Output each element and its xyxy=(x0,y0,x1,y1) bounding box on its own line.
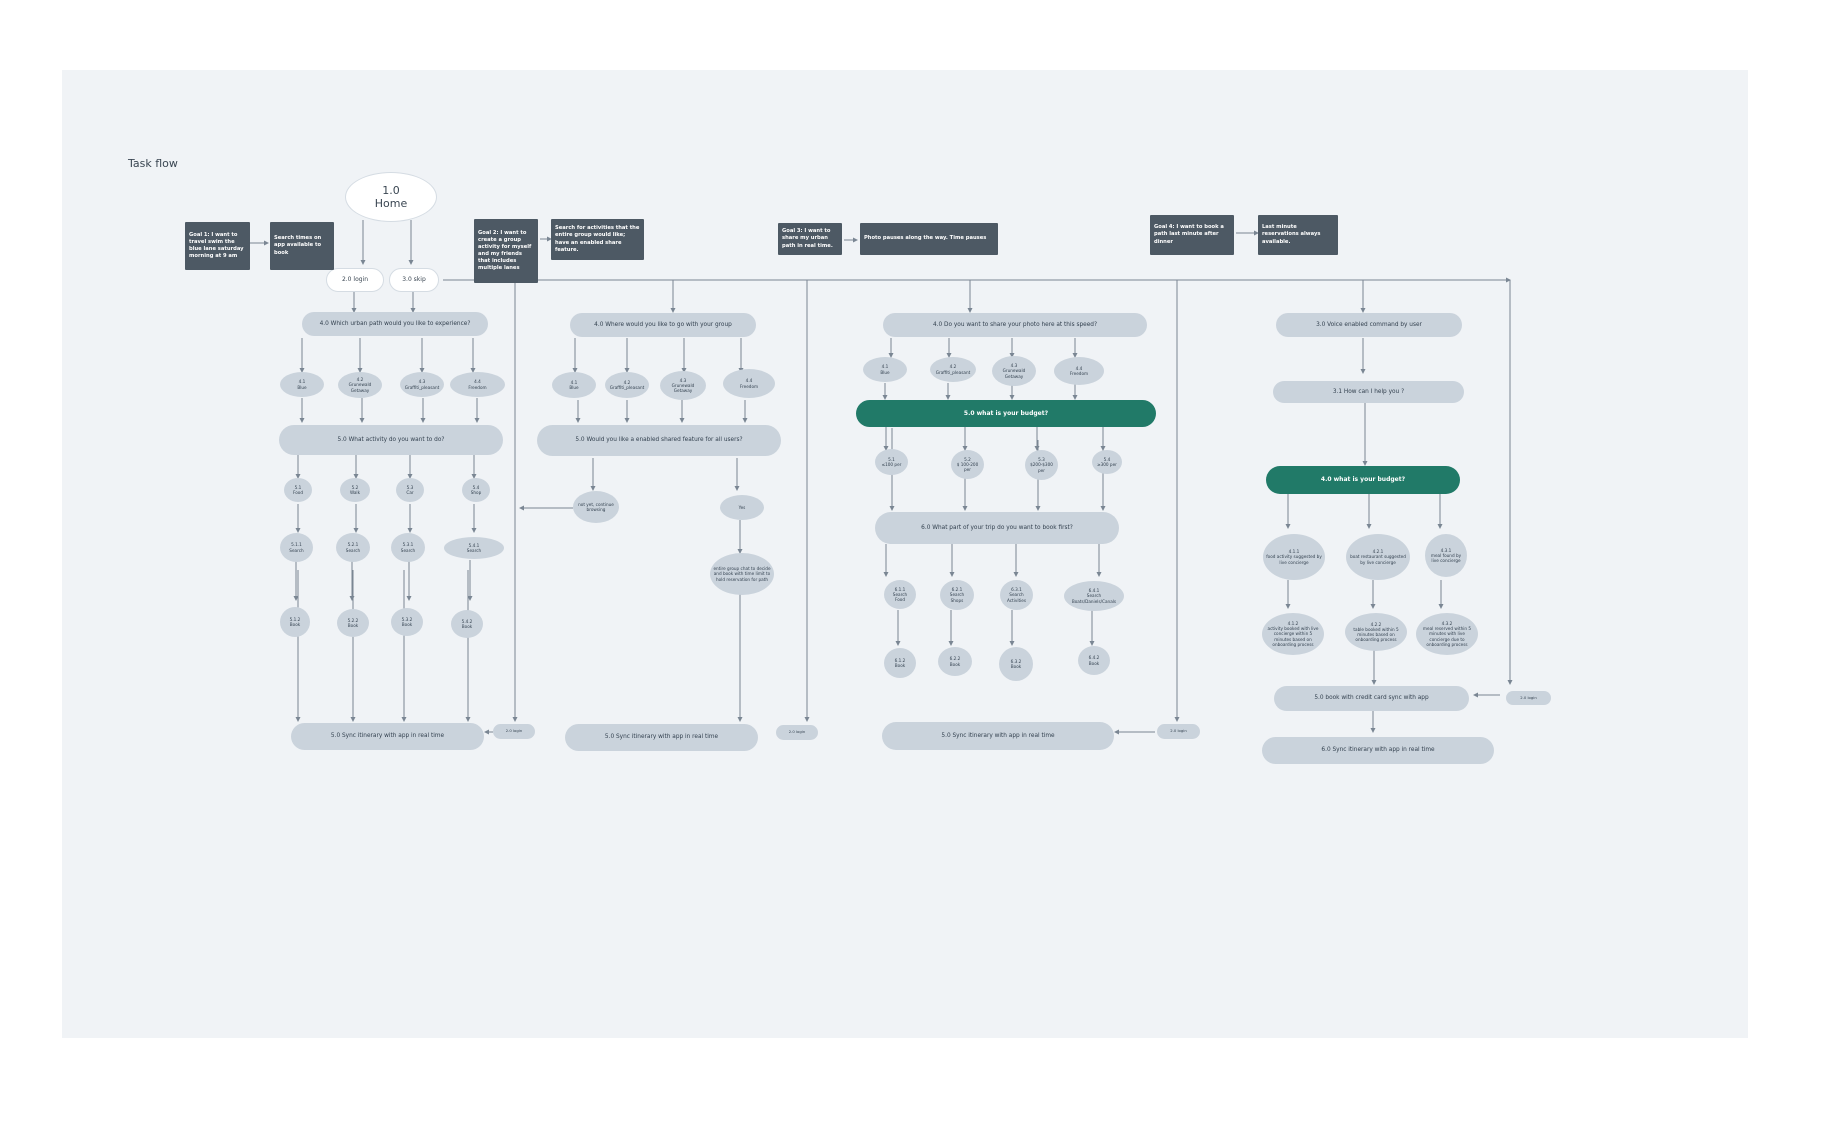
flow3-option[interactable]: 6.4.1 Search Boats/Daniels/Canals xyxy=(1064,581,1124,611)
flow4-book[interactable]: 4.3.2 meal reserved within 5 minutes wit… xyxy=(1416,613,1478,655)
flow1-path[interactable]: 4.2 Grunewald Getaway xyxy=(338,372,382,398)
flow4-book[interactable]: 4.2.2 table booked within 5 minutes base… xyxy=(1345,613,1407,651)
flow4-budget-question[interactable]: 4.0 what is your budget? xyxy=(1266,466,1460,494)
flow4-book[interactable]: 4.1.2 activity booked with live concierg… xyxy=(1262,613,1324,655)
flow4-suggest[interactable]: 4.3.1 meal found by live concierge xyxy=(1425,534,1467,577)
flow2-yes[interactable]: Yes xyxy=(720,495,764,520)
flow3-option[interactable]: 6.2.1 Search Shops xyxy=(940,580,974,610)
flow3-path[interactable]: 4.3 Grunewald Getaway xyxy=(992,356,1036,386)
home-node[interactable]: 1.0 Home xyxy=(345,172,437,222)
login-node[interactable]: 2.0 login xyxy=(326,268,384,292)
flow3-login-tag[interactable]: 2.0 login xyxy=(1157,724,1200,739)
flow1-book[interactable]: 5.4.2 Book xyxy=(451,610,483,638)
flow3-book[interactable]: 6.1.2 Book xyxy=(884,648,916,678)
flow3-path[interactable]: 4.2 Graffiti_pleasant xyxy=(930,357,976,382)
flow1-book[interactable]: 5.1.2 Book xyxy=(280,607,310,637)
flow4-voice[interactable]: 3.0 Voice enabled command by user xyxy=(1276,313,1462,337)
flow2-path[interactable]: 4.3 Grunewald Getaway xyxy=(660,371,706,400)
goal-4-box[interactable]: Goal 4: I want to book a path last minut… xyxy=(1150,215,1234,255)
flow2-share-question[interactable]: 5.0 Would you like a enabled shared feat… xyxy=(537,425,781,456)
flow2-not-yet[interactable]: not yet, continue browsing xyxy=(573,491,619,523)
flow1-search[interactable]: 5.1.1 Search xyxy=(280,533,313,562)
flow1-activity[interactable]: 5.3 Car xyxy=(396,478,424,502)
flow3-sync[interactable]: 5.0 Sync itinerary with app in real time xyxy=(882,722,1114,750)
whiteboard-canvas xyxy=(62,70,1748,1038)
flow1-path[interactable]: 4.3 Graffiti_pleasant xyxy=(400,372,444,397)
flow3-budget-option[interactable]: 5.3 $200-$300 per xyxy=(1025,450,1058,480)
flow1-path[interactable]: 4.4 Freedom xyxy=(450,372,505,397)
flow3-question[interactable]: 4.0 Do you want to share your photo here… xyxy=(883,313,1147,337)
flow2-path[interactable]: 4.1 Blue xyxy=(552,372,596,398)
flow3-book[interactable]: 6.4.2 Book xyxy=(1078,646,1110,675)
skip-node[interactable]: 3.0 skip xyxy=(389,268,439,292)
flow4-sync[interactable]: 6.0 Sync itinerary with app in real time xyxy=(1262,737,1494,764)
flow1-activity[interactable]: 5.1 Food xyxy=(284,478,312,502)
goal-2-box[interactable]: Goal 2: I want to create a group activit… xyxy=(474,219,538,283)
flow3-option[interactable]: 6.1.1 Search Food xyxy=(884,580,916,609)
flow1-book[interactable]: 5.3.2 Book xyxy=(391,608,423,636)
flow4-pay[interactable]: 5.0 book with credit card sync with app xyxy=(1274,686,1469,711)
page-title: Task flow xyxy=(128,157,178,170)
flow2-path[interactable]: 4.2 Graffiti_pleasant xyxy=(605,372,649,398)
goal-3-box[interactable]: Goal 3: I want to share my urban path in… xyxy=(778,223,842,255)
flow1-search[interactable]: 5.2.1 Search xyxy=(336,533,370,562)
flow3-book[interactable]: 6.2.2 Book xyxy=(938,647,972,676)
flow1-search[interactable]: 5.3.1 Search xyxy=(391,533,425,562)
goal-4-note[interactable]: Last minute reservations always availabl… xyxy=(1258,215,1338,255)
flow4-suggest[interactable]: 4.1.1 food activity suggested by live co… xyxy=(1263,534,1325,580)
flow1-question[interactable]: 4.0 Which urban path would you like to e… xyxy=(302,312,488,336)
flow2-sync[interactable]: 5.0 Sync itinerary with app in real time xyxy=(565,724,758,751)
goal-1-note[interactable]: Search times on app available to book xyxy=(270,222,334,270)
flow3-path[interactable]: 4.1 Blue xyxy=(863,357,907,382)
flow4-help[interactable]: 3.1 How can I help you ? xyxy=(1273,381,1464,403)
goal-3-note[interactable]: Photo pauses along the way. Time pauses xyxy=(860,223,998,255)
flow3-budget-question[interactable]: 5.0 what is your budget? xyxy=(856,400,1156,427)
flow3-path[interactable]: 4.4 Freedom xyxy=(1054,357,1104,385)
flow1-path[interactable]: 4.1 Blue xyxy=(280,372,324,397)
flow3-budget-option[interactable]: 5.4 ≥300 per xyxy=(1092,450,1122,474)
flow2-question[interactable]: 4.0 Where would you like to go with your… xyxy=(570,313,756,337)
flow1-login-tag[interactable]: 2.0 login xyxy=(493,724,535,739)
flow2-path[interactable]: 4.4 Freedom xyxy=(723,369,775,398)
flow3-first-question[interactable]: 6.0 What part of your trip do you want t… xyxy=(875,512,1119,544)
flow1-activity[interactable]: 5.2 Walk xyxy=(340,478,370,502)
flow4-login-tag[interactable]: 2.0 login xyxy=(1506,691,1551,705)
flow1-search[interactable]: 5.4.1 Search xyxy=(444,537,504,559)
flow2-group-chat[interactable]: entire group chat to decide and book wit… xyxy=(710,553,774,595)
flow3-budget-option[interactable]: 5.1 ≤100 per xyxy=(875,449,908,475)
flow3-budget-option[interactable]: 5.2 $ 100-200 per xyxy=(951,450,984,479)
flow1-activity[interactable]: 5.4 Shop xyxy=(462,478,490,502)
flow2-login-tag[interactable]: 2.0 login xyxy=(776,725,818,740)
flow1-sync[interactable]: 5.0 Sync itinerary with app in real time xyxy=(291,723,484,750)
flow3-option[interactable]: 6.3.1 Search Activities xyxy=(1000,580,1033,610)
flow3-book[interactable]: 6.3.2 Book xyxy=(999,647,1033,681)
flow4-suggest[interactable]: 4.2.1 boat restaurant suggested by live … xyxy=(1346,534,1410,580)
goal-2-note[interactable]: Search for activities that the entire gr… xyxy=(551,219,644,260)
flow1-activity-question[interactable]: 5.0 What activity do you want to do? xyxy=(279,425,503,455)
flow1-book[interactable]: 5.2.2 Book xyxy=(337,609,369,637)
goal-1-box[interactable]: Goal 1: I want to travel swim the blue l… xyxy=(185,222,250,270)
